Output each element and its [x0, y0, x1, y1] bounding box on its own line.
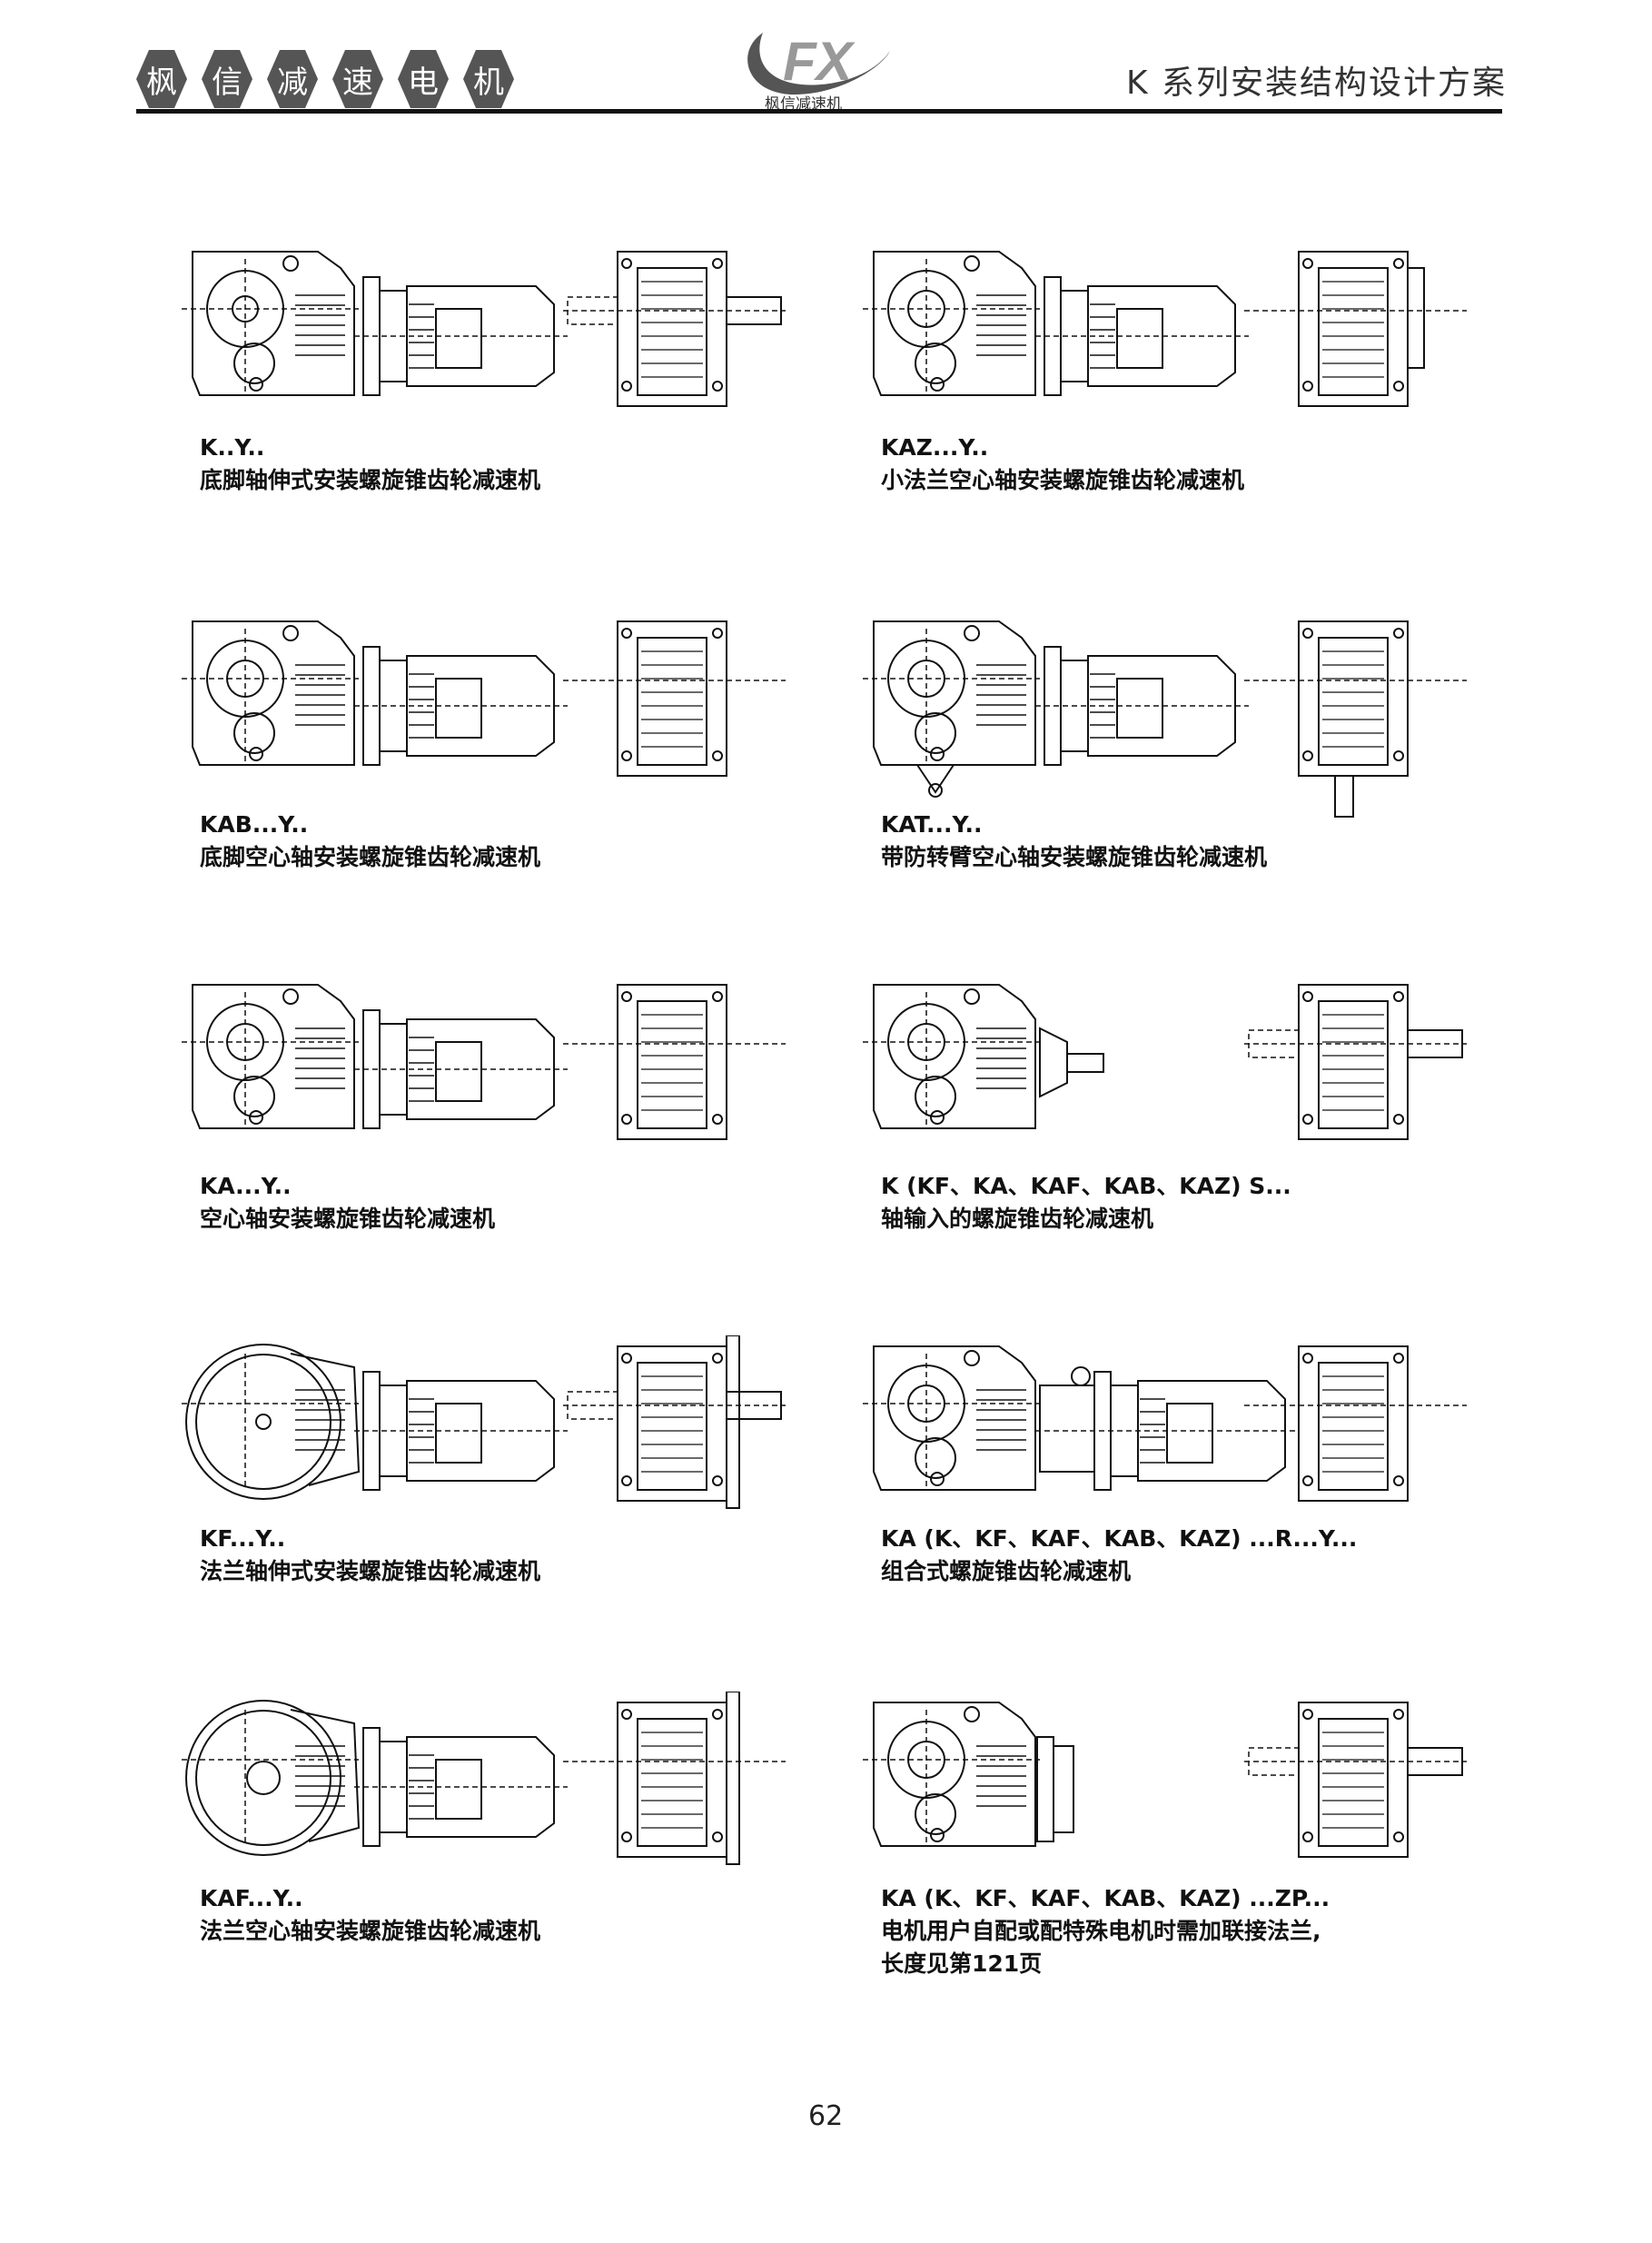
gear-reducer-drawing: [863, 1345, 1467, 1502]
variant-description: 带防转臂空心轴安装螺旋锥齿轮减速机: [881, 844, 1268, 870]
variant-caption: KAB...Y.. 底脚空心轴安装螺旋锥齿轮减速机: [200, 809, 540, 874]
variant-code: K (KF、KA、KAF、KAB、KAZ) S...: [881, 1173, 1291, 1199]
header-divider: [136, 109, 1502, 114]
gear-reducer-drawing: [182, 1692, 786, 1865]
fx-logo: FX: [747, 31, 890, 95]
mounting-variant-foot-hollow: KAB...Y.. 底脚空心轴安装螺旋锥齿轮减速机: [182, 610, 836, 918]
brand-hexagons: 枫 信 减 速 电 机: [136, 50, 514, 108]
variant-caption: KA (K、KF、KAF、KAB、KAZ) ...R...Y... 组合式螺旋锥齿…: [881, 1523, 1357, 1588]
mounting-variant-foot-shaft: K..Y.. 底脚轴伸式安装螺旋锥齿轮减速机: [182, 241, 836, 541]
variant-code: KA...Y..: [200, 1173, 292, 1199]
variant-description: 电机用户自配或配特殊电机时需加联接法兰,: [881, 1918, 1321, 1944]
gear-reducer-drawing: [182, 620, 786, 777]
brand-char: 减: [267, 50, 318, 108]
variant-caption: K (KF、KA、KAF、KAB、KAZ) S... 轴输入的螺旋锥齿轮减速机: [881, 1170, 1291, 1236]
variant-caption: K..Y.. 底脚轴伸式安装螺旋锥齿轮减速机: [200, 432, 540, 497]
mounting-variant-flange-hollow: KAF...Y.. 法兰空心轴安装螺旋锥齿轮减速机: [182, 1692, 836, 1991]
mounting-variant-shaft-input: K (KF、KA、KAF、KAB、KAZ) S... 轴输入的螺旋锥齿轮减速机: [863, 974, 1517, 1279]
variant-description: 轴输入的螺旋锥齿轮减速机: [881, 1206, 1154, 1232]
variant-description: 底脚空心轴安装螺旋锥齿轮减速机: [200, 844, 541, 870]
variant-caption: KAT...Y.. 带防转臂空心轴安装螺旋锥齿轮减速机: [881, 809, 1267, 874]
brand-char: 机: [463, 50, 514, 108]
variant-caption: KA...Y.. 空心轴安装螺旋锥齿轮减速机: [200, 1170, 495, 1236]
gear-reducer-drawing: [182, 1335, 786, 1509]
variant-code: KAZ...Y..: [881, 434, 989, 461]
page-number: 62: [808, 2100, 844, 2132]
gear-reducer-drawing: [863, 1702, 1467, 1858]
variant-description: 底脚轴伸式安装螺旋锥齿轮减速机: [200, 467, 541, 493]
brand-char: 枫: [136, 50, 187, 108]
mounting-variant-hollow: KA...Y.. 空心轴安装螺旋锥齿轮减速机: [182, 974, 836, 1279]
page-title: K 系列安装结构设计方案: [1125, 65, 1507, 102]
gear-reducer-drawing: [863, 984, 1467, 1140]
variant-caption: KAF...Y.. 法兰空心轴安装螺旋锥齿轮减速机: [200, 1882, 540, 1948]
mounting-variant-torque-arm: KAT...Y.. 带防转臂空心轴安装螺旋锥齿轮减速机: [863, 610, 1517, 918]
mounting-variant-small-flange: KAZ...Y.. 小法兰空心轴安装螺旋锥齿轮减速机: [863, 241, 1517, 541]
variant-caption: KA (K、KF、KAF、KAB、KAZ) ...ZP... 电机用户自配或配特殊…: [881, 1882, 1330, 1980]
mounting-variant-adapter: KA (K、KF、KAF、KAB、KAZ) ...ZP... 电机用户自配或配特殊…: [863, 1692, 1517, 1991]
gear-reducer-drawing: [182, 984, 786, 1140]
variant-code: KAF...Y..: [200, 1885, 303, 1911]
variant-code: K..Y..: [200, 434, 265, 461]
variant-code: KF...Y..: [200, 1525, 286, 1552]
brand-char: 信: [202, 50, 252, 108]
gear-reducer-drawing: [863, 251, 1467, 407]
variant-description: 法兰轴伸式安装螺旋锥齿轮减速机: [200, 1558, 541, 1584]
variant-caption: KAZ...Y.. 小法兰空心轴安装螺旋锥齿轮减速机: [881, 432, 1244, 497]
brand-char: 电: [398, 50, 449, 108]
variant-description: 长度见第121页: [881, 1950, 1043, 1977]
variant-description: 空心轴安装螺旋锥齿轮减速机: [200, 1206, 496, 1232]
variant-code: KAB...Y..: [200, 811, 309, 838]
gear-reducer-drawing: [182, 251, 786, 407]
variant-code: KAT...Y..: [881, 811, 983, 838]
brand-char: 速: [332, 50, 383, 108]
gear-reducer-drawing: [863, 620, 1467, 818]
mounting-variant-flange-shaft: KF...Y.. 法兰轴伸式安装螺旋锥齿轮减速机: [182, 1335, 836, 1632]
logo-letters: FX: [783, 31, 856, 92]
variant-description: 法兰空心轴安装螺旋锥齿轮减速机: [200, 1918, 541, 1944]
variant-caption: KF...Y.. 法兰轴伸式安装螺旋锥齿轮减速机: [200, 1523, 540, 1588]
variant-description: 组合式螺旋锥齿轮减速机: [881, 1558, 1132, 1584]
variant-description: 小法兰空心轴安装螺旋锥齿轮减速机: [881, 467, 1245, 493]
variant-code: KA (K、KF、KAF、KAB、KAZ) ...ZP...: [881, 1885, 1331, 1911]
mounting-variant-combined: KA (K、KF、KAF、KAB、KAZ) ...R...Y... 组合式螺旋锥齿…: [863, 1335, 1517, 1632]
variant-code: KA (K、KF、KAF、KAB、KAZ) ...R...Y...: [881, 1525, 1358, 1552]
